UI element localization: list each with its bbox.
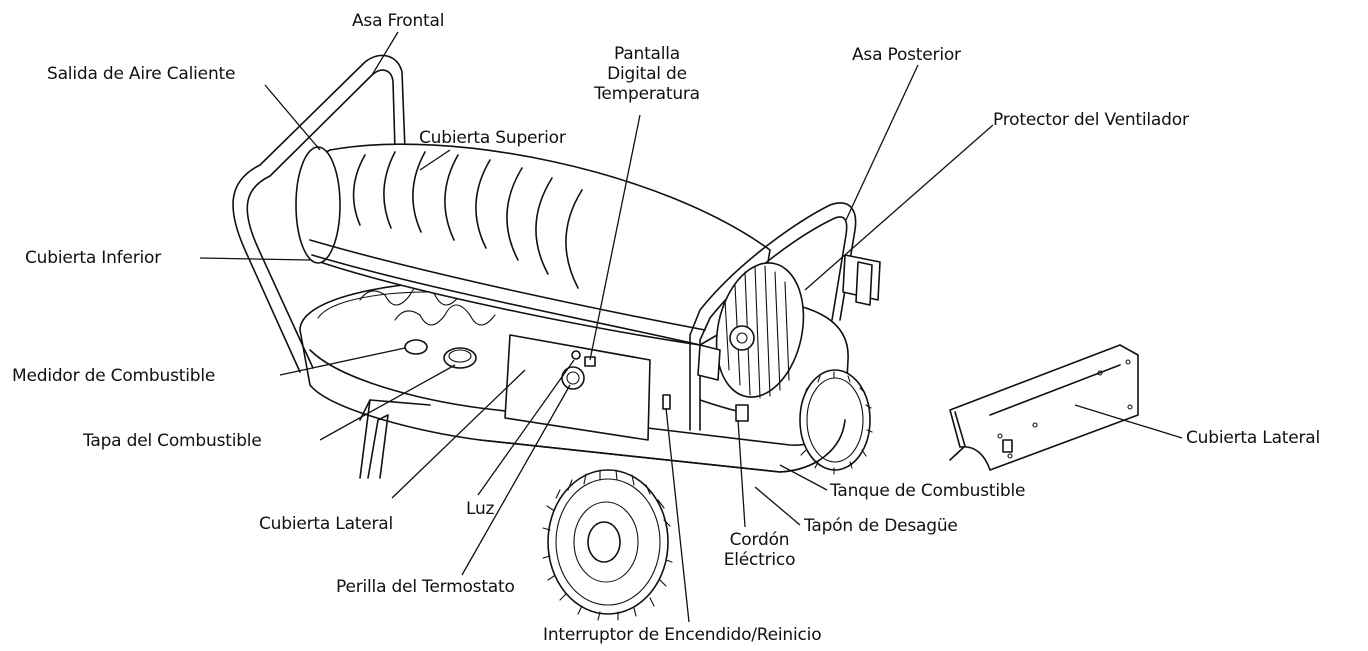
label-perilla-termostato: Perilla del Termostato <box>336 577 515 597</box>
label-cubierta-lateral-der: Cubierta Lateral <box>1186 428 1321 448</box>
label-tapon-desague: Tapón de Desagüe <box>804 516 958 536</box>
label-pantalla-line1: Pantalla <box>613 44 681 64</box>
label-tapa-combustible: Tapa del Combustible <box>83 431 262 451</box>
label-cordon-line2: Eléctrico <box>723 550 796 570</box>
top-cover-slots <box>352 151 583 289</box>
label-asa-posterior: Asa Posterior <box>852 45 961 65</box>
label-interruptor: Interruptor de Encendido/Reinicio <box>543 625 822 645</box>
label-cordon-electrico: Cordón Eléctrico <box>712 530 807 570</box>
rear-handle <box>689 202 857 431</box>
thermostat-knob-shape <box>561 366 585 390</box>
front-leg <box>367 414 389 479</box>
label-cubierta-inferior: Cubierta Inferior <box>25 248 162 268</box>
lower-cover-line <box>309 239 706 331</box>
label-medidor-combustible: Medidor de Combustible <box>12 366 216 386</box>
fuel-gauge-shape <box>404 339 428 355</box>
label-luz: Luz <box>466 499 495 519</box>
label-asa-frontal: Asa Frontal <box>352 11 445 31</box>
wheel-front <box>542 469 673 621</box>
fan-guard-grille <box>724 265 790 399</box>
front-handle <box>232 54 406 373</box>
label-pantalla-line3: Temperatura <box>594 84 700 104</box>
fan-guard <box>715 262 805 398</box>
label-cubierta-lateral-izq: Cubierta Lateral <box>259 514 394 534</box>
wheel-rear <box>799 369 873 475</box>
label-tanque-combustible: Tanque de Combustible <box>830 481 1026 501</box>
fuel-cap-shape <box>443 347 477 369</box>
light-shape <box>571 350 581 360</box>
label-protector-ventilador: Protector del Ventilador <box>993 110 1189 130</box>
label-cordon-line1: Cordón <box>729 530 790 550</box>
hot-air-outlet <box>295 146 341 264</box>
label-pantalla-digital: Pantalla Digital de Temperatura <box>592 44 702 104</box>
label-salida-aire-caliente: Salida de Aire Caliente <box>47 64 236 84</box>
label-cubierta-superior: Cubierta Superior <box>419 128 566 148</box>
leader-lines <box>199 31 1183 623</box>
side-cover-right-part <box>949 344 1139 471</box>
power-switch-shape <box>662 394 671 410</box>
label-pantalla-line2: Digital de <box>607 64 687 84</box>
